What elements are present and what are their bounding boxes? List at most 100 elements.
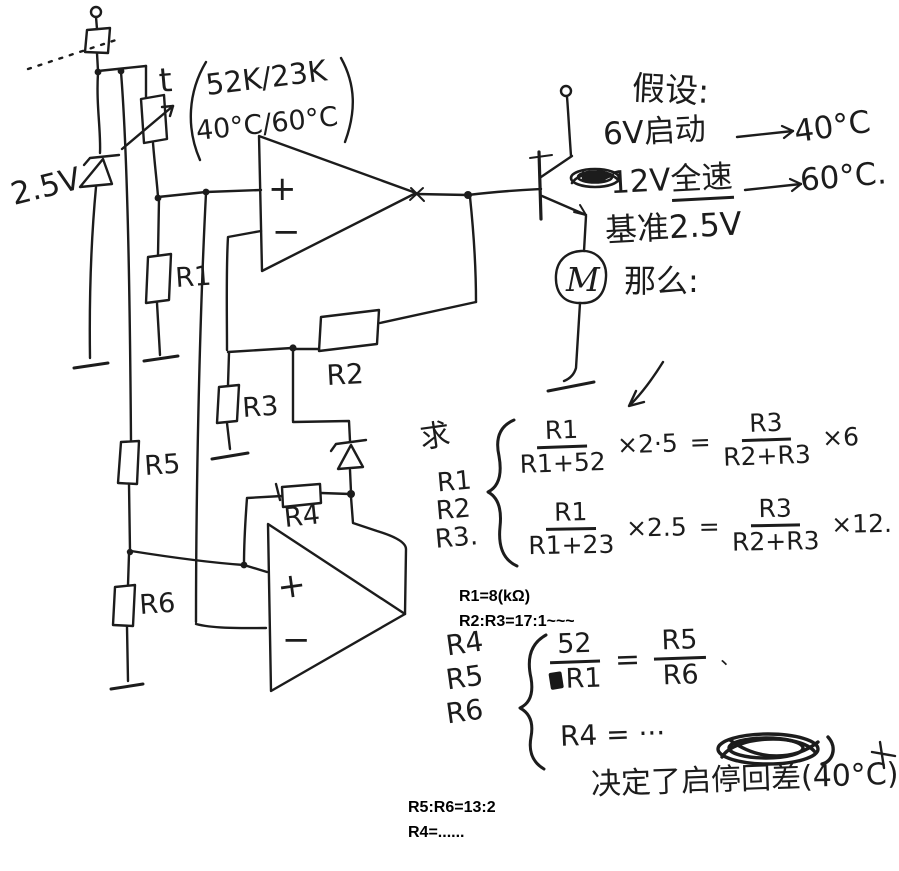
fraction: R5 R6 bbox=[652, 624, 707, 692]
comma-mark: 、 bbox=[719, 644, 741, 670]
thermistor-body bbox=[139, 93, 169, 145]
assumption-line2-voltage: 12V bbox=[609, 162, 672, 202]
equation-r456: 52 R1 = R5 R6 、 bbox=[548, 624, 741, 695]
fraction: R3 R2+R3 bbox=[731, 494, 820, 557]
typed-note-2: R5:R6=13:2 R4=...... bbox=[408, 795, 496, 845]
close-paren-stroke bbox=[339, 56, 354, 144]
open-paren-stroke bbox=[189, 60, 208, 162]
thermistor-label: t bbox=[157, 60, 173, 100]
ground-symbol bbox=[210, 451, 250, 461]
ground-symbol bbox=[72, 361, 110, 370]
fraction-numerator: R5 bbox=[652, 624, 707, 662]
thermistor-note-values: 52K/23K bbox=[204, 53, 330, 102]
assumption-then: 那么: bbox=[624, 262, 699, 300]
r2-label: R2 bbox=[326, 357, 365, 392]
fraction: R1 R1+52 bbox=[518, 415, 607, 480]
resistor-symbol-r4 bbox=[280, 482, 323, 509]
r3-branch: R3 bbox=[210, 351, 279, 461]
fraction-numerator: R3 bbox=[750, 494, 801, 528]
multiplier: ×6 bbox=[821, 422, 860, 453]
r6-label: R6 bbox=[138, 588, 176, 621]
transistor-collector bbox=[539, 154, 574, 179]
diode-triangle bbox=[336, 443, 365, 471]
typed-note-r4: R4=...... bbox=[408, 824, 465, 841]
resistor-symbol-r2 bbox=[317, 308, 381, 353]
equation-r123-1: R1 R1+52 ×2·5 = R3 R2+R3 ×6 bbox=[518, 407, 860, 480]
r2-feedback-branch: R2 bbox=[226, 195, 478, 392]
assumption-reference: 基准2.5V bbox=[604, 204, 743, 250]
right-arrow-icon bbox=[743, 177, 803, 193]
scribble-blob-large bbox=[716, 732, 897, 770]
transistor-symbol bbox=[529, 84, 588, 253]
equals-sign: = bbox=[614, 642, 641, 679]
opamp1-inverting-wire bbox=[225, 229, 263, 352]
transistor-base-bar bbox=[537, 150, 543, 221]
assumption-line2-word: 全速 bbox=[669, 158, 734, 203]
fraction-denominator: R1+23 bbox=[528, 529, 615, 561]
reference-voltage-label: 2.5V bbox=[7, 161, 84, 213]
unknown-r5: R5 bbox=[443, 658, 486, 697]
r3-label: R3 bbox=[241, 391, 279, 424]
zener-reference-branch: 2.5V bbox=[7, 71, 121, 370]
r1-label: R1 bbox=[174, 261, 212, 294]
r4-label: R4 bbox=[282, 499, 321, 534]
typed-note-r5r6: R5:R6=13:2 bbox=[408, 799, 496, 816]
ground-symbol bbox=[546, 380, 596, 393]
opamp1-plus: + bbox=[268, 169, 297, 209]
opamp1-output-wire bbox=[409, 187, 543, 202]
fraction-numerator: R1 bbox=[536, 415, 587, 450]
fraction-denominator: R2+R3 bbox=[722, 440, 812, 473]
resistor-symbol bbox=[83, 26, 112, 55]
r5-label: R5 bbox=[143, 449, 181, 482]
opamp2-symbol: + − bbox=[266, 522, 407, 693]
multiplier: ×2·5 bbox=[616, 428, 679, 460]
typed-note-r1: R1=8(kΩ) bbox=[459, 588, 531, 605]
junction-dots bbox=[94, 67, 472, 569]
r1-branch: R1 bbox=[142, 197, 212, 363]
unknown-r6: R6 bbox=[443, 692, 486, 731]
bullet-arrow-icon bbox=[581, 168, 615, 183]
opamp1-minus: − bbox=[272, 212, 301, 252]
equation-r123-2: R1 R1+23 ×2.5 = R3 R2+R3 ×12. bbox=[528, 494, 893, 561]
right-arrow-icon bbox=[735, 124, 795, 140]
scribbled-out-char bbox=[548, 671, 564, 691]
zener-bar bbox=[82, 153, 121, 167]
r4-branch: R4 bbox=[242, 482, 352, 566]
down-left-arrow-icon bbox=[627, 360, 665, 408]
thermistor-note: 52K/23K 40°C/60°C bbox=[189, 53, 354, 162]
supply-resistor-branch bbox=[26, 5, 124, 73]
typed-note-1: R1=8(kΩ) R2:R3=17:1~~~ bbox=[459, 584, 575, 634]
fraction-denominator: R6 bbox=[662, 659, 700, 692]
solve-prefix: 求 bbox=[417, 417, 453, 456]
diode-branch bbox=[291, 347, 368, 494]
opamp2-plus: + bbox=[275, 564, 309, 608]
opamp1-symbol: + − bbox=[257, 134, 418, 273]
ground-symbol bbox=[109, 682, 145, 691]
opamp2-minus: − bbox=[282, 620, 311, 660]
assumption-line1-label: 6V启动 bbox=[602, 111, 707, 153]
unknown-r4: R4 bbox=[443, 624, 486, 663]
fraction: 52 R1 bbox=[548, 628, 602, 695]
typed-note-r2r3: R2:R3=17:1~~~ bbox=[459, 613, 575, 630]
multiplier: ×2.5 bbox=[625, 512, 688, 543]
diode-bar bbox=[329, 438, 368, 453]
assumption-line2-label: 12V全速 bbox=[609, 158, 734, 203]
brace-r456 bbox=[518, 633, 548, 771]
resistor-symbol-r3 bbox=[215, 383, 241, 425]
resistor-symbol-r6 bbox=[111, 583, 137, 628]
fraction-denominator: R1+52 bbox=[519, 447, 607, 480]
resistor-symbol-r5 bbox=[116, 439, 141, 486]
brace-r123 bbox=[486, 418, 519, 568]
ground-symbol bbox=[142, 354, 180, 363]
thermistor-branch: t bbox=[96, 60, 175, 199]
resistor-symbol-r1 bbox=[144, 252, 173, 305]
fraction-numerator: R1 bbox=[545, 497, 596, 532]
fraction-denominator: R2+R3 bbox=[731, 526, 820, 557]
opamp2-output-wire bbox=[349, 495, 408, 616]
r4-ellipsis-line: R4 = ··· bbox=[559, 716, 666, 753]
motor-label: M bbox=[565, 260, 601, 299]
thermistor-arrow bbox=[120, 104, 175, 151]
zener-triangle bbox=[78, 157, 114, 189]
